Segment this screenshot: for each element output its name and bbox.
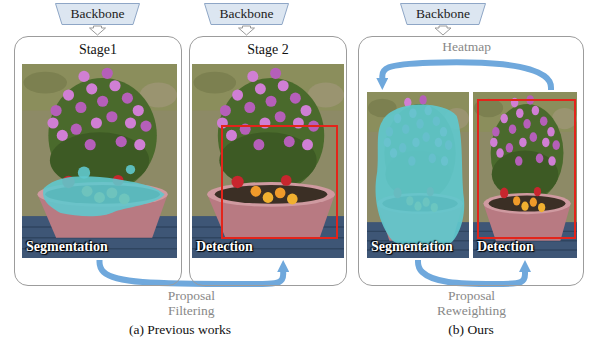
detection-image: Detection — [192, 64, 344, 258]
block-arrow — [90, 26, 106, 35]
block-label: Backbone — [220, 3, 274, 25]
image-label: Segmentation — [371, 239, 453, 255]
block-arrow — [239, 26, 255, 35]
segmentation-overlay — [376, 105, 465, 250]
curved-arrow — [100, 260, 284, 284]
edge-label: Heatmap — [440, 39, 493, 54]
detection-image: Detection — [473, 92, 577, 258]
detection-box — [222, 126, 337, 238]
detection-box — [478, 100, 575, 238]
image-label: Detection — [196, 239, 253, 255]
backbone-block: Backbone — [204, 3, 289, 25]
image-label: Detection — [477, 239, 534, 255]
trapezoid — [401, 4, 486, 25]
segmentation-overlay — [43, 165, 165, 216]
panel-caption: (a) Previous works — [129, 322, 231, 338]
joint-box: Segmentation Detection — [358, 36, 584, 286]
block-label: Backbone — [416, 3, 470, 25]
photo — [22, 64, 177, 258]
block-arrow — [435, 26, 451, 35]
photo — [367, 92, 469, 258]
stage-box: Stage 2 Detection — [189, 36, 347, 286]
photo — [192, 64, 344, 258]
photo — [473, 92, 577, 258]
backbone-block: Backbone — [400, 3, 486, 25]
image-label: Segmentation — [26, 239, 108, 255]
backbone-block: Backbone — [55, 3, 140, 25]
block-label: Backbone — [71, 3, 125, 25]
segmentation-image: Segmentation — [22, 64, 177, 258]
stage-box: Stage1Segmentation — [14, 36, 182, 286]
trapezoid — [205, 4, 289, 25]
panel-caption: (b) Ours — [448, 322, 493, 338]
curved-arrow — [418, 260, 525, 284]
segmentation-image: Segmentation — [367, 92, 469, 258]
stage-title: Stage 2 — [247, 42, 289, 58]
curved-arrow — [382, 62, 551, 90]
stage-title: Stage1 — [79, 42, 117, 58]
trapezoid — [56, 4, 140, 25]
edge-label: Proposal Filtering — [157, 288, 225, 318]
edge-label: Proposal Reweighting — [428, 288, 516, 318]
